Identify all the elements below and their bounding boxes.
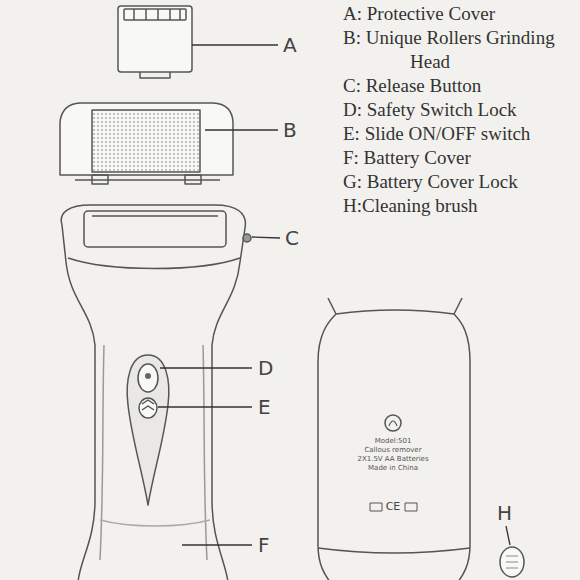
leader-line xyxy=(192,44,278,45)
cover-ridge-lines xyxy=(134,9,180,20)
lock-dot xyxy=(145,373,151,379)
leader-line xyxy=(205,129,278,130)
leader-lines xyxy=(158,45,510,545)
callout-letter: A xyxy=(283,34,297,56)
back-outline xyxy=(318,314,470,580)
product-text: Callous remover xyxy=(364,446,421,455)
release-button xyxy=(243,234,251,242)
head-clip xyxy=(92,175,108,184)
battery-icon xyxy=(405,503,417,511)
back-band xyxy=(318,548,470,553)
foot-icon-mark xyxy=(389,421,397,426)
safety-lock xyxy=(138,364,158,392)
callout-letter: B xyxy=(283,119,297,141)
cover-body xyxy=(118,6,192,72)
callout-letter: F xyxy=(258,534,270,556)
product-text: Made in China xyxy=(368,464,418,473)
body-outline xyxy=(61,205,245,580)
grinding-head xyxy=(60,103,233,184)
ce-mark: CE xyxy=(386,501,401,513)
callout-letter: D xyxy=(258,357,273,379)
switch-panel xyxy=(127,355,169,505)
legend-line: E: Slide ON/OFF switch xyxy=(343,122,530,146)
switch-grip xyxy=(142,400,154,410)
slide-switch xyxy=(139,398,157,418)
legend-line: A: Protective Cover xyxy=(343,2,495,26)
leader-line xyxy=(252,237,280,238)
leader-line xyxy=(182,544,252,545)
head-housing xyxy=(60,103,233,175)
legend-line: B: Unique Rollers Grinding Head xyxy=(343,26,575,74)
callout-letter: C xyxy=(285,227,299,249)
head-slot xyxy=(84,211,226,247)
product-text: 2X1.5V AA Batteries xyxy=(357,455,428,464)
head-clip xyxy=(185,175,201,184)
device-body-front xyxy=(61,205,251,580)
brush-head xyxy=(500,547,524,577)
legend-line: C: Release Button xyxy=(343,74,481,98)
grip-line xyxy=(100,345,207,560)
head-edge xyxy=(328,298,462,314)
back-top xyxy=(336,310,454,314)
legend-line: F: Battery Cover xyxy=(343,146,471,170)
roller xyxy=(92,110,200,172)
leader-line xyxy=(160,367,252,368)
legend-line: H:Cleaning brush xyxy=(343,194,478,218)
battery-icon xyxy=(370,503,382,511)
brush-bristles xyxy=(506,556,518,568)
callout-letter: H xyxy=(497,502,512,524)
cover-tab xyxy=(140,72,170,78)
foot-icon xyxy=(385,415,401,431)
legend-line: D: Safety Switch Lock xyxy=(343,98,517,122)
head-base xyxy=(75,179,220,181)
device-body-back xyxy=(318,298,470,580)
head-slot-edge xyxy=(92,215,218,217)
callout-letter: E xyxy=(258,396,271,418)
shoulder-line xyxy=(68,258,240,269)
product-text: Model:501 xyxy=(375,437,412,446)
legend-line: G: Battery Cover Lock xyxy=(343,170,518,194)
cover-ridges xyxy=(124,9,186,20)
leader-line xyxy=(506,526,510,545)
protective-cover xyxy=(118,6,192,78)
battery-cover-seam xyxy=(100,520,210,526)
cleaning-brush xyxy=(500,547,524,577)
leader-line xyxy=(158,406,252,407)
